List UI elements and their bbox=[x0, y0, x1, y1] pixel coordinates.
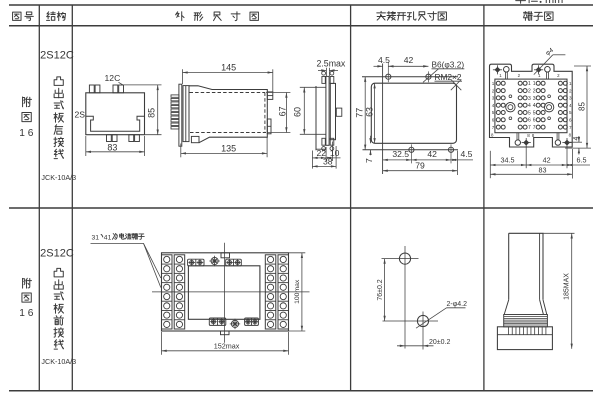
svg-text:1 6: 1 6 bbox=[19, 128, 33, 139]
svg-text:8: 8 bbox=[527, 133, 530, 138]
svg-text:4: 4 bbox=[492, 103, 495, 108]
svg-text:85: 85 bbox=[146, 108, 156, 118]
svg-text:2S12C: 2S12C bbox=[40, 247, 74, 259]
svg-text:6: 6 bbox=[492, 118, 495, 123]
svg-text:4.5: 4.5 bbox=[378, 55, 390, 65]
svg-text:φ4: φ4 bbox=[544, 47, 555, 57]
svg-text:100max: 100max bbox=[294, 279, 301, 304]
svg-text:4: 4 bbox=[533, 103, 536, 109]
svg-text:42: 42 bbox=[404, 55, 414, 65]
svg-text:2: 2 bbox=[528, 89, 531, 95]
svg-text:7: 7 bbox=[492, 125, 495, 130]
svg-text:83: 83 bbox=[107, 142, 117, 152]
svg-text:1: 1 bbox=[528, 81, 531, 87]
svg-text:7: 7 bbox=[533, 125, 536, 131]
svg-text:2-φ4.2: 2-φ4.2 bbox=[447, 301, 468, 308]
svg-text:7: 7 bbox=[364, 158, 374, 163]
svg-text:42: 42 bbox=[427, 149, 437, 159]
svg-text:1: 1 bbox=[492, 81, 495, 86]
svg-text:1: 1 bbox=[538, 73, 541, 78]
svg-text:38: 38 bbox=[323, 157, 333, 167]
svg-text:3: 3 bbox=[569, 96, 572, 101]
svg-text:3: 3 bbox=[533, 96, 536, 102]
svg-text:145: 145 bbox=[221, 62, 236, 72]
svg-text:77: 77 bbox=[355, 108, 365, 118]
svg-text:4: 4 bbox=[528, 103, 531, 109]
svg-text:B6(φ3.2): B6(φ3.2) bbox=[432, 60, 465, 70]
svg-text:135: 135 bbox=[221, 143, 236, 153]
svg-text:3: 3 bbox=[528, 96, 531, 102]
svg-text:7: 7 bbox=[569, 125, 572, 130]
svg-text:mm: mm bbox=[545, 0, 563, 6]
svg-text:42: 42 bbox=[543, 155, 551, 164]
svg-text:85: 85 bbox=[578, 102, 587, 111]
svg-text:76±0.2: 76±0.2 bbox=[377, 279, 384, 300]
svg-text:5: 5 bbox=[492, 110, 495, 115]
svg-text:2: 2 bbox=[492, 88, 495, 93]
svg-text:1: 1 bbox=[569, 81, 572, 86]
svg-text:4: 4 bbox=[569, 103, 572, 108]
svg-text:8: 8 bbox=[491, 133, 494, 138]
svg-text:8: 8 bbox=[569, 133, 572, 138]
svg-text:67: 67 bbox=[277, 106, 287, 116]
svg-text:41: 41 bbox=[104, 234, 112, 241]
svg-text:31: 31 bbox=[92, 234, 100, 241]
svg-text:7: 7 bbox=[528, 125, 531, 131]
svg-text:1: 1 bbox=[499, 73, 502, 78]
svg-text:3: 3 bbox=[492, 96, 495, 101]
svg-text:2: 2 bbox=[569, 88, 572, 93]
svg-text:2.5max: 2.5max bbox=[316, 59, 345, 69]
svg-text:10: 10 bbox=[330, 148, 340, 158]
svg-text:1: 1 bbox=[533, 81, 536, 87]
svg-text:5: 5 bbox=[528, 110, 531, 116]
svg-text:60: 60 bbox=[293, 107, 303, 117]
svg-text:34.5: 34.5 bbox=[501, 155, 515, 164]
svg-text:22: 22 bbox=[317, 148, 327, 158]
svg-text:RM2×2: RM2×2 bbox=[435, 72, 462, 82]
svg-text:JCK-10A/3: JCK-10A/3 bbox=[41, 357, 76, 366]
svg-text:152max: 152max bbox=[214, 342, 240, 351]
svg-text:63: 63 bbox=[365, 107, 375, 117]
svg-text:2S12C: 2S12C bbox=[40, 49, 74, 61]
svg-text:1 6: 1 6 bbox=[19, 308, 33, 319]
svg-text:5: 5 bbox=[569, 110, 572, 115]
svg-text:20±0.2: 20±0.2 bbox=[429, 339, 450, 346]
svg-text:2: 2 bbox=[557, 73, 560, 78]
svg-text:4.5: 4.5 bbox=[461, 149, 473, 159]
svg-text:8: 8 bbox=[532, 133, 535, 138]
svg-text:5: 5 bbox=[533, 110, 536, 116]
svg-text:2: 2 bbox=[518, 73, 521, 78]
svg-text:6.5: 6.5 bbox=[577, 155, 587, 164]
svg-text:2: 2 bbox=[533, 89, 536, 95]
svg-text:2S: 2S bbox=[74, 109, 85, 119]
svg-text:185MAX: 185MAX bbox=[563, 273, 570, 300]
svg-text:6: 6 bbox=[533, 118, 536, 124]
svg-text:6: 6 bbox=[569, 118, 572, 123]
svg-text:4: 4 bbox=[573, 137, 580, 141]
svg-text:83: 83 bbox=[539, 166, 547, 175]
svg-text:JCK-10A/3: JCK-10A/3 bbox=[41, 173, 76, 182]
svg-text:12C: 12C bbox=[105, 73, 121, 83]
svg-text:79: 79 bbox=[415, 160, 425, 170]
svg-text:6: 6 bbox=[528, 118, 531, 124]
svg-text:32.5: 32.5 bbox=[392, 149, 409, 159]
